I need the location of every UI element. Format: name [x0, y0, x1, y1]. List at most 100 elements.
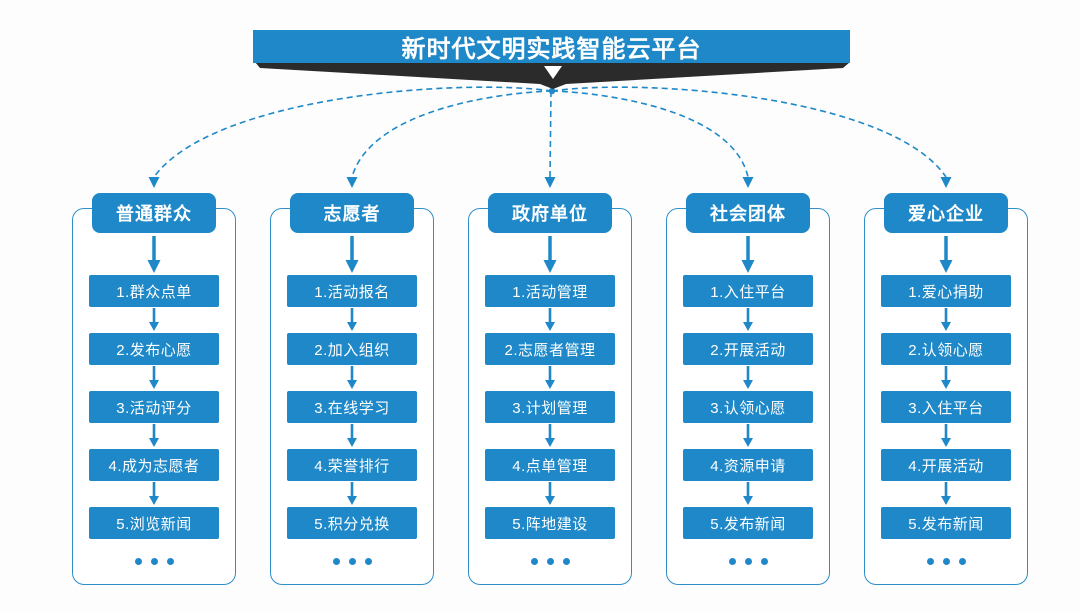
- ellipsis-dot: [546, 558, 554, 565]
- step-down-arrow-icon: [149, 424, 159, 447]
- ellipsis-dot: [744, 558, 752, 565]
- connector-origin-dot: [548, 87, 556, 95]
- header-down-arrow-icon: [147, 236, 161, 273]
- ellipsis-dots: [926, 558, 966, 565]
- step-box: 2.发布心愿: [89, 333, 219, 365]
- step-down-arrow-icon: [545, 482, 555, 505]
- step-down-arrow-icon: [545, 424, 555, 447]
- column-header: 普通群众: [92, 193, 216, 233]
- ellipsis-dots: [728, 558, 768, 565]
- role-column-2: 志愿者 1.活动报名 2.加入组织 3.在线学习 4.荣誉排行 5.积分兑换: [270, 193, 434, 585]
- step-box: 2.加入组织: [287, 333, 417, 365]
- step-down-arrow-icon: [941, 482, 951, 505]
- step-box: 2.认领心愿: [881, 333, 1011, 365]
- step-box: 4.资源申请: [683, 449, 813, 481]
- header-down-arrow-icon: [345, 236, 359, 273]
- step-box: 3.入住平台: [881, 391, 1011, 423]
- column-flow: 1.活动管理 2.志愿者管理 3.计划管理 4.点单管理 5.阵地建设: [468, 235, 632, 565]
- step-box: 5.发布新闻: [683, 507, 813, 539]
- header-down-arrow-icon: [741, 236, 755, 273]
- step-down-arrow-icon: [941, 424, 951, 447]
- step-down-arrow-icon: [347, 424, 357, 447]
- step-down-arrow-icon: [941, 366, 951, 389]
- step-box: 1.群众点单: [89, 275, 219, 307]
- role-columns: 普通群众 1.群众点单 2.发布心愿 3.活动评分 4.成为志愿者 5.浏览新闻…: [72, 193, 1028, 585]
- role-column-3: 政府单位 1.活动管理 2.志愿者管理 3.计划管理 4.点单管理 5.阵地建设: [468, 193, 632, 585]
- column-flow: 1.入住平台 2.开展活动 3.认领心愿 4.资源申请 5.发布新闻: [666, 235, 830, 565]
- step-down-arrow-icon: [743, 424, 753, 447]
- connector-arrowhead-2: [346, 177, 358, 188]
- ellipsis-dot: [562, 558, 570, 565]
- step-box: 4.荣誉排行: [287, 449, 417, 481]
- banner-down-arrow-icon: [544, 66, 562, 79]
- header-down-arrow-icon: [543, 236, 557, 273]
- step-box: 2.志愿者管理: [485, 333, 615, 365]
- step-down-arrow-icon: [545, 366, 555, 389]
- step-box: 1.活动管理: [485, 275, 615, 307]
- ellipsis-dot: [942, 558, 950, 565]
- ellipsis-dot: [134, 558, 142, 565]
- step-box: 4.开展活动: [881, 449, 1011, 481]
- connector-curve-4: [551, 90, 749, 178]
- ellipsis-dot: [926, 558, 934, 565]
- connector-curve-5: [551, 86, 947, 178]
- ellipsis-dot: [530, 558, 538, 565]
- step-box: 5.阵地建设: [485, 507, 615, 539]
- connector-arrowhead-5: [940, 177, 952, 188]
- connector-curve-1: [153, 86, 553, 178]
- ellipsis-dot: [150, 558, 158, 565]
- step-box: 5.发布新闻: [881, 507, 1011, 539]
- ellipsis-dots: [332, 558, 372, 565]
- column-flow: 1.活动报名 2.加入组织 3.在线学习 4.荣誉排行 5.积分兑换: [270, 235, 434, 565]
- header-down-arrow-icon: [939, 236, 953, 273]
- step-down-arrow-icon: [149, 308, 159, 331]
- column-flow: 1.群众点单 2.发布心愿 3.活动评分 4.成为志愿者 5.浏览新闻: [72, 235, 236, 565]
- column-flow: 1.爱心捐助 2.认领心愿 3.入住平台 4.开展活动 5.发布新闻: [864, 235, 1028, 565]
- column-header: 社会团体: [686, 193, 810, 233]
- ellipsis-dot: [332, 558, 340, 565]
- step-box: 5.积分兑换: [287, 507, 417, 539]
- column-header: 爱心企业: [884, 193, 1008, 233]
- connector-curve-2: [351, 90, 553, 178]
- step-box: 4.成为志愿者: [89, 449, 219, 481]
- ellipsis-dot: [958, 558, 966, 565]
- step-down-arrow-icon: [149, 482, 159, 505]
- role-column-1: 普通群众 1.群众点单 2.发布心愿 3.活动评分 4.成为志愿者 5.浏览新闻: [72, 193, 236, 585]
- ellipsis-dot: [348, 558, 356, 565]
- step-down-arrow-icon: [743, 366, 753, 389]
- ellipsis-dot: [728, 558, 736, 565]
- ellipsis-dot: [166, 558, 174, 565]
- ellipsis-dots: [530, 558, 570, 565]
- step-box: 3.活动评分: [89, 391, 219, 423]
- step-box: 3.在线学习: [287, 391, 417, 423]
- step-down-arrow-icon: [743, 308, 753, 331]
- step-box: 4.点单管理: [485, 449, 615, 481]
- step-box: 3.认领心愿: [683, 391, 813, 423]
- step-down-arrow-icon: [347, 366, 357, 389]
- connector-arrowhead-4: [742, 177, 754, 188]
- role-column-4: 社会团体 1.入住平台 2.开展活动 3.认领心愿 4.资源申请 5.发布新闻: [666, 193, 830, 585]
- step-down-arrow-icon: [149, 366, 159, 389]
- step-down-arrow-icon: [743, 482, 753, 505]
- step-box: 2.开展活动: [683, 333, 813, 365]
- connector-curve-3: [549, 90, 552, 178]
- step-down-arrow-icon: [941, 308, 951, 331]
- ellipsis-dot: [364, 558, 372, 565]
- step-down-arrow-icon: [545, 308, 555, 331]
- step-box: 3.计划管理: [485, 391, 615, 423]
- step-down-arrow-icon: [347, 482, 357, 505]
- column-header: 志愿者: [290, 193, 414, 233]
- step-box: 1.活动报名: [287, 275, 417, 307]
- role-column-5: 爱心企业 1.爱心捐助 2.认领心愿 3.入住平台 4.开展活动 5.发布新闻: [864, 193, 1028, 585]
- step-box: 1.爱心捐助: [881, 275, 1011, 307]
- step-box: 1.入住平台: [683, 275, 813, 307]
- platform-title-banner: 新时代文明实践智能云平台: [253, 30, 850, 63]
- step-down-arrow-icon: [347, 308, 357, 331]
- ellipsis-dots: [134, 558, 174, 565]
- ellipsis-dot: [760, 558, 768, 565]
- connector-arrowhead-3: [544, 177, 556, 188]
- column-header: 政府单位: [488, 193, 612, 233]
